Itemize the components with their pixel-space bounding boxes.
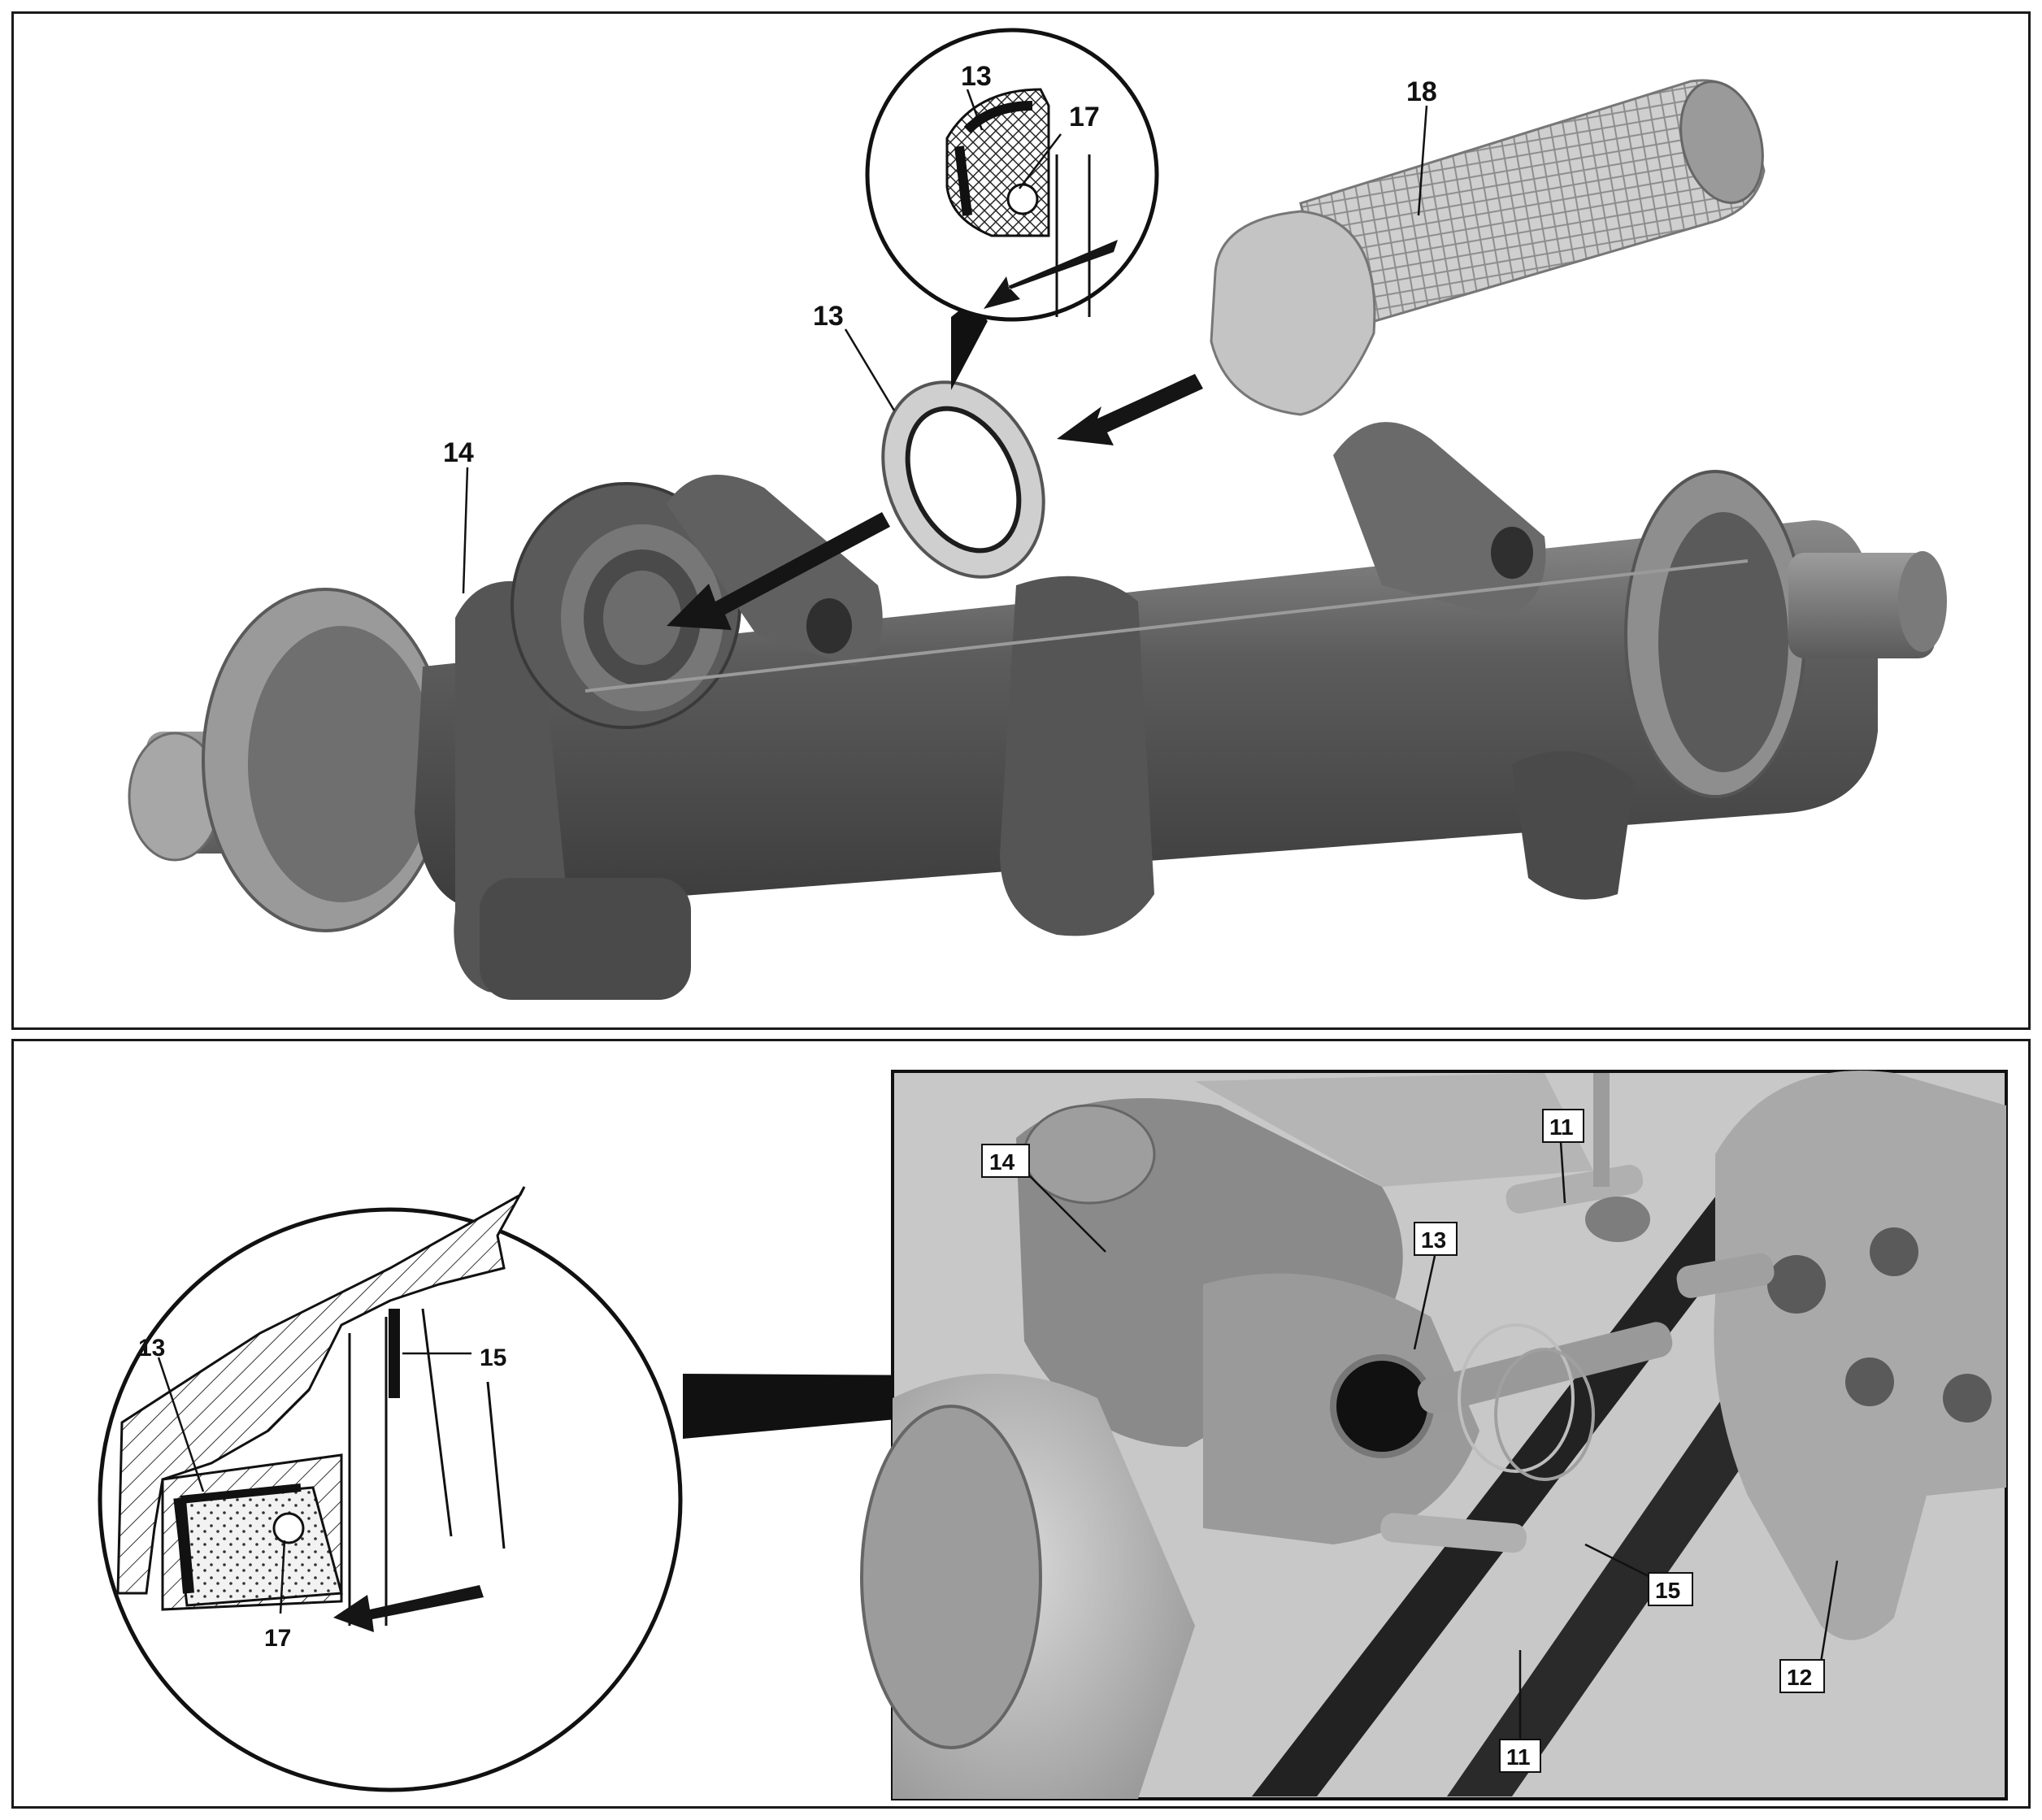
installation-detail-panel	[11, 1039, 2031, 1809]
seal-cross-section-circle	[98, 1186, 683, 1792]
label-spring-detail: 17	[1069, 102, 1100, 132]
arrow-icon	[667, 374, 1203, 630]
svg-text:15: 15	[1655, 1578, 1680, 1603]
steering-gear-housing	[128, 422, 1947, 1000]
leader-lines-photo	[1023, 1141, 1839, 1740]
label-detail-ring: 15	[480, 1344, 506, 1371]
label-detail-seal: 13	[138, 1335, 165, 1362]
svg-text:11: 11	[1506, 1744, 1531, 1770]
svg-text:11: 11	[1549, 1114, 1574, 1140]
svg-text:14: 14	[989, 1149, 1015, 1175]
shaft-seal-ring	[881, 380, 1045, 579]
photo-label-housing: 14	[981, 1144, 1030, 1178]
installation-drift-tool	[1210, 79, 1766, 416]
leader-lines-top	[462, 105, 1428, 594]
label-seal-detail: 13	[961, 61, 992, 92]
label-housing: 14	[443, 437, 474, 468]
label-seal-ring: 13	[813, 301, 844, 332]
photo-label-bracket: 12	[1779, 1659, 1825, 1693]
photo-label-ring: 15	[1648, 1572, 1693, 1606]
label-detail-spring: 17	[264, 1625, 291, 1652]
photo-label-bolt-top: 11	[1542, 1109, 1584, 1143]
svg-text:12: 12	[1787, 1665, 1812, 1690]
seal-detail-circle	[865, 28, 1159, 390]
photo-label-bolt-bottom: 11	[1499, 1739, 1541, 1773]
label-drift-tool: 18	[1406, 76, 1437, 107]
svg-text:13: 13	[1421, 1227, 1446, 1253]
photo-label-seal: 13	[1414, 1222, 1458, 1256]
